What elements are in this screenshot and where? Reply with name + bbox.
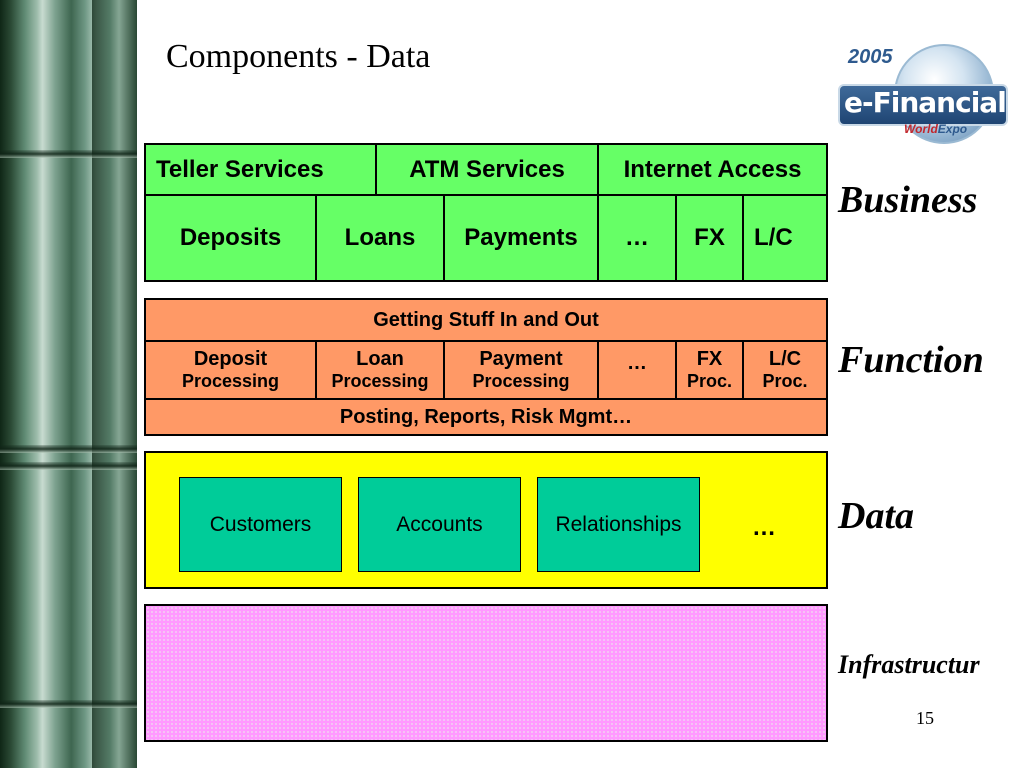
- function-item-title: …: [627, 352, 647, 374]
- bamboo-node: [0, 150, 137, 158]
- business-ellipsis: …: [597, 194, 677, 282]
- business-deposits: Deposits: [144, 194, 317, 282]
- function-item-title: Loan: [356, 348, 404, 371]
- function-deposit-processing: Deposit Processing: [144, 340, 317, 400]
- e-financial-world-expo-logo: 2005 e-Financial WorldExpo: [838, 40, 1008, 150]
- function-item-title: Deposit: [193, 348, 268, 371]
- function-item-subtitle: Processing: [181, 371, 280, 392]
- function-header: Getting Stuff In and Out: [144, 298, 828, 342]
- business-teller-services: Teller Services: [144, 143, 377, 196]
- data-customers-box: Customers: [179, 477, 342, 572]
- business-loans: Loans: [315, 194, 445, 282]
- function-footer: Posting, Reports, Risk Mgmt…: [144, 398, 828, 436]
- data-ellipsis: …: [752, 514, 776, 541]
- infrastructure-layer-panel: [144, 604, 828, 742]
- function-lc-proc: L/C Proc.: [742, 340, 828, 400]
- function-item-title: L/C: [768, 348, 802, 371]
- bamboo-background-image: [0, 0, 137, 768]
- logo-tagline: WorldExpo: [904, 122, 967, 136]
- function-item-subtitle: Processing: [331, 371, 429, 392]
- bamboo-stalk: [92, 0, 137, 768]
- logo-tag-expo: Expo: [937, 122, 968, 136]
- function-item-subtitle: Processing: [472, 371, 570, 392]
- slide-title: Components - Data: [166, 38, 431, 75]
- bamboo-node: [0, 445, 137, 453]
- business-fx: FX: [675, 194, 744, 282]
- bamboo-node: [0, 462, 137, 470]
- logo-year: 2005: [848, 46, 893, 68]
- data-accounts-box: Accounts: [358, 477, 521, 572]
- function-item-subtitle: Proc.: [686, 371, 733, 392]
- page-number: 15: [916, 708, 934, 728]
- function-item-title: Payment: [479, 348, 563, 371]
- business-atm-services: ATM Services: [375, 143, 599, 196]
- layer-label-business: Business: [838, 179, 978, 221]
- logo-banner: [838, 84, 1008, 126]
- bamboo-node: [0, 700, 137, 708]
- data-relationships-box: Relationships: [537, 477, 700, 572]
- business-payments: Payments: [443, 194, 599, 282]
- layer-label-infrastructure: Infrastructur: [838, 650, 980, 679]
- function-item-title: FX: [696, 348, 723, 371]
- function-payment-processing: Payment Processing: [443, 340, 599, 400]
- layer-label-function: Function: [838, 339, 984, 381]
- function-item-subtitle: Proc.: [762, 371, 808, 392]
- function-ellipsis: …: [597, 340, 677, 400]
- function-loan-processing: Loan Processing: [315, 340, 445, 400]
- business-lc: L/C: [742, 194, 828, 282]
- logo-name: e-Financial: [844, 86, 1007, 119]
- layer-label-data: Data: [838, 495, 914, 537]
- logo-tag-world: World: [904, 122, 938, 136]
- function-fx-proc: FX Proc.: [675, 340, 744, 400]
- business-internet-access: Internet Access: [597, 143, 828, 196]
